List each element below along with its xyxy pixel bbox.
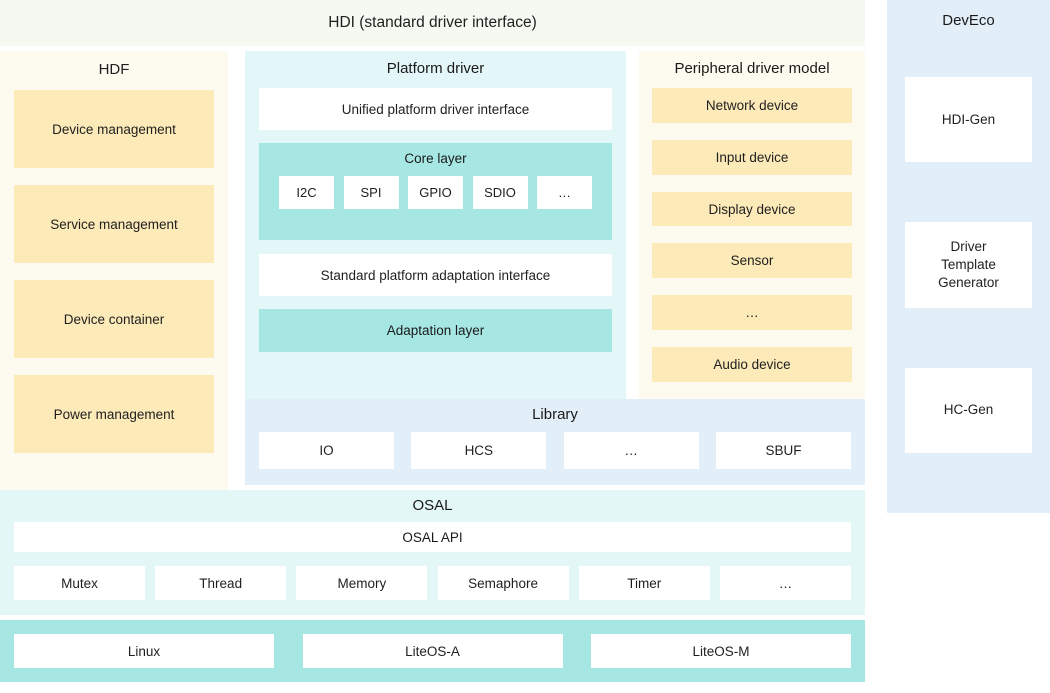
- osal-item-timer[interactable]: Timer: [578, 566, 710, 600]
- hdi-title: HDI (standard driver interface): [328, 14, 537, 31]
- osal-item-more[interactable]: …: [719, 566, 851, 600]
- unified-interface-label: Unified platform driver interface: [341, 101, 530, 117]
- osal-item-mutex[interactable]: Mutex: [14, 566, 145, 600]
- spacer: [0, 399, 245, 485]
- osal-panel: OSAL OSAL API Mutex Thread Memory Semaph…: [0, 490, 865, 615]
- osal-item-thread[interactable]: Thread: [155, 566, 287, 600]
- library-item-label: HCS: [464, 443, 494, 458]
- core-chip-label: I2C: [296, 185, 317, 200]
- standard-adaptation-label: Standard platform adaptation interface: [320, 267, 551, 283]
- deveco-panel: DevEco HDI-Gen Driver Template Generator…: [887, 0, 1050, 513]
- core-layer-block: Core layer I2C SPI GPIO SDIO: [259, 143, 612, 240]
- peripheral-item-display-device[interactable]: Display device: [652, 191, 852, 227]
- hdf-item-label: Device management: [52, 121, 176, 137]
- deveco-item-label: HC-Gen: [943, 402, 994, 418]
- deveco-item-hc-gen[interactable]: HC-Gen: [905, 367, 1032, 453]
- peripheral-item-sensor[interactable]: Sensor: [652, 243, 852, 279]
- peripheral-item-label: Display device: [708, 201, 796, 217]
- core-chip-more[interactable]: …: [537, 176, 592, 209]
- library-item-hcs[interactable]: HCS: [411, 432, 547, 469]
- library-item-io[interactable]: IO: [259, 432, 394, 469]
- core-layer-chips: I2C SPI GPIO SDIO …: [259, 176, 612, 209]
- hdf-item-device-container[interactable]: Device container: [14, 280, 214, 358]
- hdf-item-label: Device container: [63, 311, 165, 327]
- main-stack: HDI (standard driver interface) HDF Devi…: [0, 0, 865, 682]
- peripheral-item-label: …: [745, 305, 759, 321]
- deveco-title: DevEco: [942, 12, 995, 29]
- core-layer-title: Core layer: [404, 151, 467, 166]
- hdf-item-label: Power management: [53, 406, 175, 422]
- library-items: IO HCS … SBUF: [259, 432, 851, 469]
- osal-api-bar[interactable]: OSAL API: [14, 522, 851, 552]
- peripheral-item-label: Input device: [715, 149, 789, 165]
- deveco-item-label: Driver Template Generator: [938, 238, 999, 291]
- deveco-item-hdi-gen[interactable]: HDI-Gen: [905, 77, 1032, 163]
- hdf-item-label: Service management: [50, 216, 178, 232]
- standard-platform-adaptation-interface[interactable]: Standard platform adaptation interface: [259, 254, 612, 296]
- adaptation-layer-label: Adaptation layer: [386, 323, 485, 338]
- peripheral-item-more[interactable]: …: [652, 295, 852, 331]
- peripheral-item-network-device[interactable]: Network device: [652, 88, 852, 123]
- kernel-item-linux[interactable]: Linux: [14, 634, 274, 668]
- osal-api-label: OSAL API: [402, 529, 463, 545]
- peripheral-item-label: Audio device: [713, 357, 791, 373]
- deveco-item-driver-template-generator[interactable]: Driver Template Generator: [905, 222, 1032, 308]
- core-chip-sdio[interactable]: SDIO: [472, 176, 528, 209]
- platform-driver-title: Platform driver: [386, 60, 485, 77]
- osal-item-label: Timer: [627, 575, 662, 591]
- osal-item-label: Mutex: [61, 575, 98, 591]
- peripheral-driver-model-panel: Peripheral driver model Network device I…: [639, 51, 865, 399]
- library-item-label: …: [624, 443, 638, 458]
- kernel-panel: Linux LiteOS-A LiteOS-M: [0, 620, 865, 682]
- unified-platform-driver-interface[interactable]: Unified platform driver interface: [259, 88, 612, 130]
- library-panel: Library IO HCS … SBUF: [245, 399, 865, 485]
- osal-item-label: Semaphore: [468, 575, 538, 591]
- hdf-item-device-management[interactable]: Device management: [14, 90, 214, 168]
- hdf-item-power-management[interactable]: Power management: [14, 375, 214, 453]
- osal-title: OSAL: [412, 497, 453, 514]
- core-chip-label: SDIO: [484, 185, 516, 200]
- hdf-item-service-management[interactable]: Service management: [14, 185, 214, 263]
- core-chip-gpio[interactable]: GPIO: [408, 176, 463, 209]
- deveco-item-label: HDI-Gen: [941, 111, 996, 127]
- core-chip-spi[interactable]: SPI: [343, 176, 399, 209]
- osal-item-label: Thread: [199, 575, 243, 591]
- peripheral-item-label: Network device: [705, 97, 799, 113]
- kernel-item-label: LiteOS-A: [405, 643, 460, 659]
- peripheral-item-input-device[interactable]: Input device: [652, 139, 852, 175]
- platform-driver-panel: Platform driver Unified platform driver …: [245, 51, 626, 399]
- kernel-item-label: Linux: [127, 643, 161, 659]
- spacer: [259, 240, 612, 254]
- kernel-item-liteos-m[interactable]: LiteOS-M: [591, 634, 851, 668]
- hdf-panel: HDF Device management Service management…: [0, 51, 228, 490]
- kernel-item-label: LiteOS-M: [692, 643, 750, 659]
- hdi-band: HDI (standard driver interface): [0, 0, 865, 46]
- core-chip-label: GPIO: [419, 185, 452, 200]
- kernel-item-liteos-a[interactable]: LiteOS-A: [302, 634, 563, 668]
- spacer: [865, 0, 887, 693]
- library-row: Library IO HCS … SBUF: [0, 399, 865, 485]
- osal-item-semaphore[interactable]: Semaphore: [437, 566, 569, 600]
- library-item-more[interactable]: …: [563, 432, 699, 469]
- osal-item-label: …: [778, 575, 793, 591]
- peripheral-item-label: Sensor: [730, 253, 774, 269]
- peripheral-driver-model-title: Peripheral driver model: [674, 60, 830, 77]
- library-item-label: IO: [319, 443, 334, 458]
- hdf-title: HDF: [98, 61, 130, 78]
- library-item-label: SBUF: [765, 443, 802, 458]
- adaptation-layer-block[interactable]: Adaptation layer: [259, 309, 612, 352]
- osal-items: Mutex Thread Memory Semaphore Timer …: [14, 566, 851, 600]
- middle-row: HDF Device management Service management…: [0, 51, 865, 490]
- library-item-sbuf[interactable]: SBUF: [715, 432, 851, 469]
- osal-item-memory[interactable]: Memory: [296, 566, 428, 600]
- osal-item-label: Memory: [337, 575, 387, 591]
- core-chip-label: …: [558, 185, 571, 200]
- peripheral-item-audio-device[interactable]: Audio device: [652, 347, 852, 382]
- library-title: Library: [532, 406, 578, 423]
- core-chip-label: SPI: [360, 185, 382, 200]
- core-chip-i2c[interactable]: I2C: [279, 176, 334, 209]
